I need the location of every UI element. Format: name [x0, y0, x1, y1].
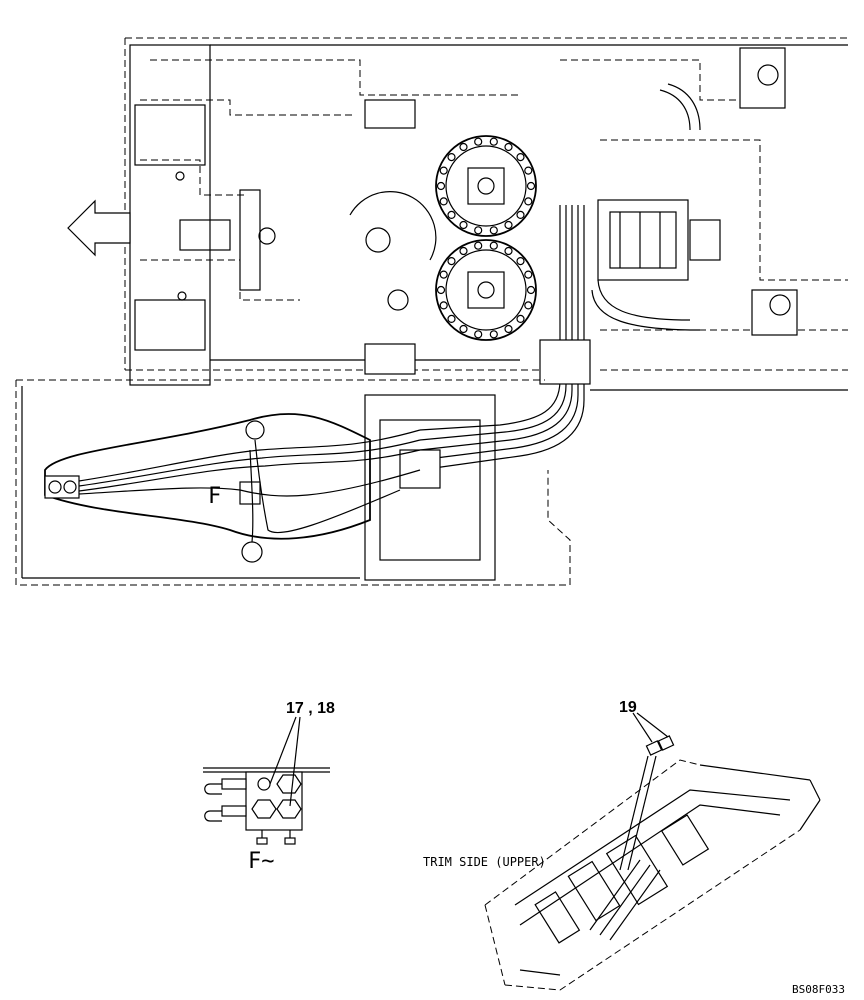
left-arrow-icon: [67, 199, 131, 257]
flange-bolt: [474, 137, 483, 146]
swing-motor-assembly: [349, 99, 537, 375]
flange-bolt: [489, 241, 498, 250]
callout-17-18: 17 , 18: [286, 700, 335, 717]
upper-frame: [124, 37, 848, 391]
leader-lines-19: [632, 712, 669, 743]
trim-panel: [484, 759, 821, 991]
flange-bolt: [474, 241, 483, 250]
view-label-f-detail: F~: [248, 849, 275, 874]
leader-lines-17-18: [269, 716, 301, 807]
valve-detail: [203, 767, 330, 845]
flange-bolt: [459, 246, 468, 256]
pilot-hoses: [78, 429, 421, 543]
lower-plate: [15, 379, 571, 586]
flange-bolt: [516, 210, 525, 219]
flange-bolt: [447, 153, 456, 162]
flange-bolt: [459, 324, 468, 334]
flange-bolt: [524, 270, 533, 279]
flange-bolt: [504, 142, 513, 152]
flange-bolt: [439, 166, 448, 175]
view-label-f: F: [208, 484, 221, 509]
flange-bolt: [489, 137, 498, 146]
hose-bundle: [419, 205, 701, 471]
flange-bolt: [489, 226, 498, 235]
flange-bolt: [439, 301, 448, 310]
callout-19: 19: [619, 699, 637, 716]
flange-bolt: [516, 153, 525, 162]
flange-bolt: [524, 166, 533, 175]
flange-bolt: [439, 197, 448, 206]
flange-bolt: [436, 181, 446, 191]
flange-bolt: [474, 330, 483, 339]
flange-bolt: [516, 257, 525, 266]
flange-bolt: [489, 330, 498, 339]
flange-bolt: [447, 257, 456, 266]
flange-bolt: [524, 197, 533, 206]
flange-bolt: [504, 246, 513, 256]
flange-bolt: [526, 285, 536, 295]
control-valve: [597, 47, 798, 336]
flange-bolt: [447, 210, 456, 219]
flange-bolt: [447, 314, 456, 323]
trim-side-note: TRIM SIDE (UPPER): [423, 855, 546, 869]
flange-bolt: [504, 220, 513, 230]
flange-bolt: [439, 270, 448, 279]
flange-bolt: [474, 226, 483, 235]
flange-bolt: [504, 324, 513, 334]
drawing-code: BS08F033: [792, 983, 845, 996]
flange-bolt: [516, 314, 525, 323]
flange-bolt: [524, 301, 533, 310]
flange-bolt: [526, 181, 536, 191]
flange-bolt: [436, 285, 446, 295]
connector-19: [619, 735, 675, 871]
flange-bolt: [459, 142, 468, 152]
flange-bolt: [459, 220, 468, 230]
